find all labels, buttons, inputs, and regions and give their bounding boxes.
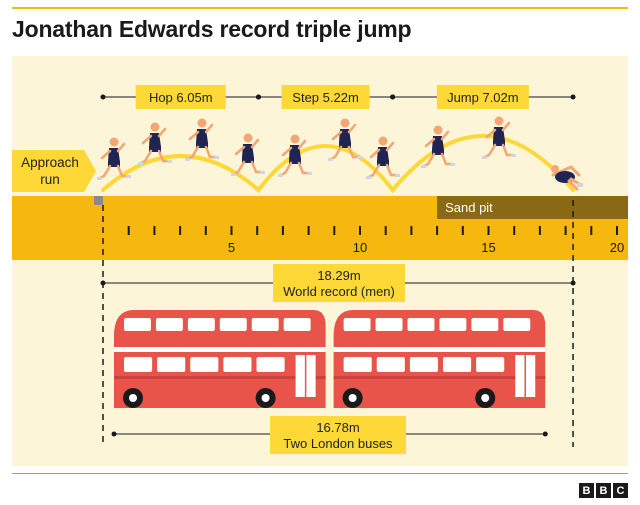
sand-pit xyxy=(437,196,628,219)
world-record-marker: 18.29m World record (men) xyxy=(100,264,576,302)
phase-label: Step 5.22m xyxy=(292,90,359,105)
approach-label-line2: run xyxy=(40,172,60,187)
jumper-figure xyxy=(185,118,219,161)
buses-length-label: Two London buses xyxy=(283,436,393,451)
jumper-figure xyxy=(278,134,312,177)
bbc-logo-letter: B xyxy=(596,483,611,498)
world-record-label: World record (men) xyxy=(283,284,395,299)
bbc-logo-letter: B xyxy=(579,483,594,498)
track-ticks xyxy=(127,226,618,235)
track-tick-labels: 5 10 15 20 xyxy=(228,240,624,255)
bus xyxy=(333,310,546,408)
jumper-figures xyxy=(97,116,583,191)
track-tick-label: 10 xyxy=(353,240,367,255)
jumper-figure xyxy=(482,116,516,159)
track-tick-label: 15 xyxy=(481,240,495,255)
phase-marker: Step 5.22m xyxy=(255,85,396,109)
phase-markers: Hop 6.05m Step 5.22m Jump 7.02m xyxy=(100,85,576,109)
page-title: Jonathan Edwards record triple jump xyxy=(12,16,412,42)
track-tick-label: 5 xyxy=(228,240,235,255)
buses-length-value: 16.78m xyxy=(316,420,359,435)
bbc-logo-letter: C xyxy=(613,483,628,498)
bottom-rule xyxy=(12,473,628,474)
jumper-figure xyxy=(138,122,172,165)
jumper-figure xyxy=(366,136,400,179)
phase-label: Hop 6.05m xyxy=(149,90,213,105)
jumper-figure xyxy=(328,118,362,161)
jump-trajectory xyxy=(101,134,576,194)
phase-label: Jump 7.02m xyxy=(447,90,519,105)
jumper-figure xyxy=(421,125,455,168)
phase-marker: Hop 6.05m xyxy=(100,85,261,109)
bus xyxy=(114,310,326,408)
sand-pit-label: Sand pit xyxy=(445,200,493,215)
phase-marker: Jump 7.02m xyxy=(390,85,576,109)
london-buses xyxy=(114,310,546,408)
jumper-figure xyxy=(551,165,583,191)
approach-label-line1: Approach xyxy=(21,155,79,170)
track-tick-label: 20 xyxy=(610,240,624,255)
bbc-logo: B B C xyxy=(579,483,628,498)
buses-length-marker: 16.78m Two London buses xyxy=(111,416,548,454)
world-record-value: 18.29m xyxy=(317,268,360,283)
jumper-figure xyxy=(231,133,265,176)
takeoff-board xyxy=(94,196,103,205)
jumper-figure xyxy=(97,137,131,180)
top-rule xyxy=(12,7,628,9)
approach-arrow xyxy=(12,150,96,192)
